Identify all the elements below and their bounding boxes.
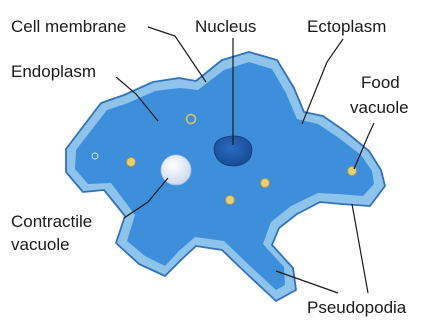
food-vacuole-4 [226,196,235,205]
food-vacuole-label-line2: vacuole [350,98,409,117]
food-vacuole-1 [187,115,196,124]
endoplasm-label: Endoplasm [11,62,96,81]
pseudopodia-leader-1 [352,204,368,293]
cell-membrane-label: Cell membrane [11,17,126,36]
food-vacuole-label-line1: Food [361,73,400,92]
contractile-vacuole-label-line1: Contractile [11,212,92,231]
food-vacuole-5 [348,167,357,176]
food-vacuole-3 [261,179,270,188]
pseudopodia-label: Pseudopodia [307,298,407,317]
food-vacuole-2 [127,158,136,167]
nucleus-label: Nucleus [195,17,256,36]
food-vacuole-6 [92,153,98,159]
ectoplasm-leader [302,39,343,124]
ectoplasm-label: Ectoplasm [307,17,386,36]
contractile-vacuole-label-line2: vacuole [11,235,70,254]
